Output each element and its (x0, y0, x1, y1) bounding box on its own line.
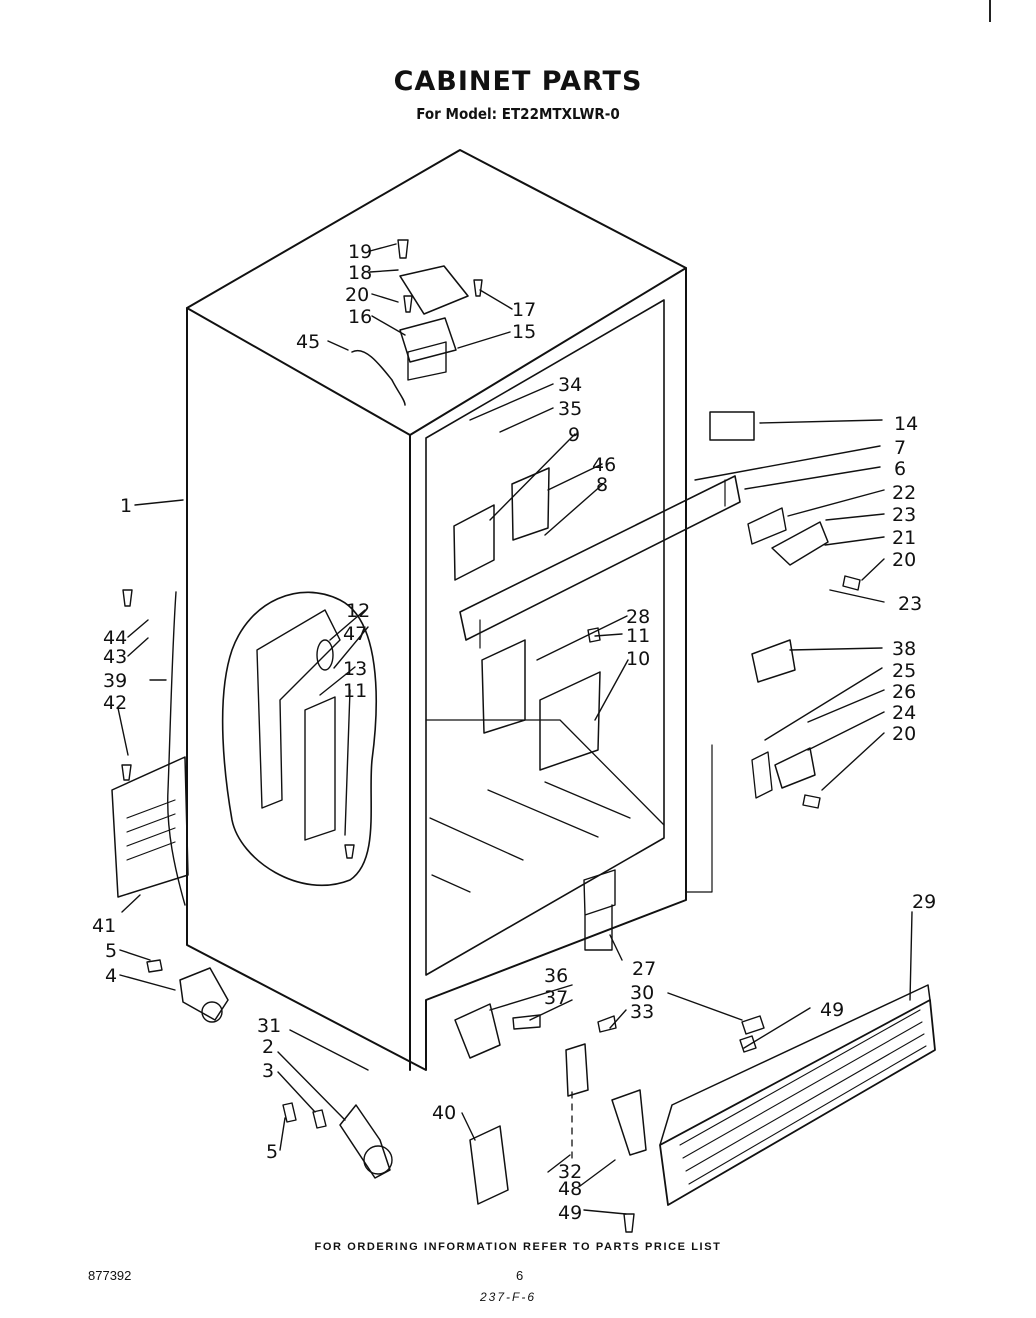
callout-29: 29 (912, 891, 936, 913)
cabinet-opening (425, 299, 665, 976)
callout-11: 11 (343, 680, 367, 702)
fasteners (121, 239, 861, 1233)
callout-20: 20 (345, 284, 369, 306)
callout-1: 1 (120, 495, 132, 517)
callout-24: 24 (892, 702, 916, 724)
corner-mark (989, 0, 991, 22)
callout-14: 14 (894, 413, 918, 435)
callout-27: 27 (632, 958, 656, 980)
bottom-hinge (774, 747, 816, 789)
hinge-bar (583, 869, 616, 951)
top-hinge-cover (399, 265, 469, 315)
callout-15: 15 (512, 321, 536, 343)
callout-5: 5 (105, 940, 117, 962)
evaporator-cover (481, 639, 526, 734)
roller-bracket-front (339, 1104, 391, 1179)
callout-39: 39 (103, 670, 127, 692)
callout-41: 41 (92, 915, 116, 937)
callout-6: 6 (894, 458, 906, 480)
callout-32: 32 (558, 1161, 582, 1183)
callout-20: 20 (892, 549, 916, 571)
access-cover (111, 756, 189, 898)
callout-28: 28 (626, 606, 650, 628)
side-cutaway (221, 591, 377, 886)
toe-plate (469, 1125, 509, 1205)
callout-19: 19 (348, 241, 372, 263)
callout-43: 43 (103, 646, 127, 668)
callout-40: 40 (432, 1102, 456, 1124)
center-rail (459, 475, 741, 641)
callout-38: 38 (892, 638, 916, 660)
interior-floor (425, 719, 665, 826)
page-number: 6 (516, 1268, 524, 1283)
document-number: 877392 (88, 1268, 132, 1283)
callout-21: 21 (892, 527, 916, 549)
callout-37: 37 (544, 987, 568, 1009)
callout-33: 33 (630, 1001, 654, 1023)
drain-tube (167, 591, 186, 906)
callout-12: 12 (346, 600, 370, 622)
callout-23: 23 (898, 593, 922, 615)
wire-harness (351, 349, 406, 406)
callout-30: 30 (630, 982, 654, 1004)
callout-2: 2 (262, 1036, 274, 1058)
callout-16: 16 (348, 306, 372, 328)
callout-36: 36 (544, 965, 568, 987)
model-subtitle: For Model: ET22MTXLWR-0 (416, 105, 620, 123)
callout-13: 13 (343, 658, 367, 680)
callout-25: 25 (892, 660, 916, 682)
callout-35: 35 (558, 398, 582, 420)
callout-46: 46 (592, 454, 616, 476)
callout-10: 10 (626, 648, 650, 670)
callout-17: 17 (512, 299, 536, 321)
cabinet-label (709, 411, 755, 441)
callout-47: 47 (343, 623, 367, 645)
center-hinge (771, 521, 829, 566)
ordering-note: FOR ORDERING INFORMATION REFER TO PARTS … (314, 1241, 722, 1253)
hinge-bracket-lower (565, 1043, 589, 1097)
callout-45: 45 (296, 331, 320, 353)
callout-7: 7 (894, 437, 906, 459)
callout-48: 48 (558, 1178, 582, 1200)
base-grille (659, 999, 936, 1206)
levelling-bracket (454, 1003, 501, 1059)
hinge-plate-lower (611, 1089, 647, 1156)
page-title: CABINET PARTS (393, 66, 643, 97)
callout-11: 11 (626, 625, 650, 647)
cabinet-outline (186, 149, 687, 1071)
cabinet-top-edge (186, 267, 687, 436)
callout-18: 18 (348, 262, 372, 284)
callout-20: 20 (892, 723, 916, 745)
center-hinge-shim (747, 507, 787, 545)
callout-34: 34 (558, 374, 582, 396)
callout-8: 8 (596, 474, 608, 496)
callout-49: 49 (558, 1202, 582, 1224)
control-housing (453, 504, 495, 581)
roller-bracket-rear (179, 967, 229, 1021)
callout-5: 5 (266, 1141, 278, 1163)
handwritten-ref: 237-F-6 (480, 1290, 537, 1304)
callout-26: 26 (892, 681, 916, 703)
callout-9: 9 (568, 424, 580, 446)
callout-23: 23 (892, 504, 916, 526)
top-hinge (399, 317, 457, 363)
leader-lines (117, 243, 913, 1215)
callout-44: 44 (103, 627, 127, 649)
door-stop (751, 639, 796, 683)
callout-42: 42 (103, 692, 127, 714)
callout-4: 4 (105, 965, 117, 987)
air-diffuser (539, 671, 601, 771)
callout-49: 49 (820, 999, 844, 1021)
callout-31: 31 (257, 1015, 281, 1037)
callout-22: 22 (892, 482, 916, 504)
callout-3: 3 (262, 1060, 274, 1082)
